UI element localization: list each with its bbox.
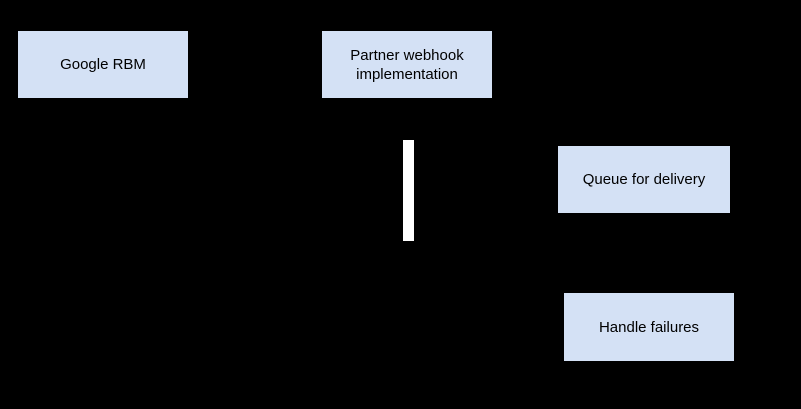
diagram-node-handle-failures[interactable]: Handle failures xyxy=(564,293,734,361)
connector-vertical-bar xyxy=(403,140,414,241)
diagram-node-queue-for-delivery[interactable]: Queue for delivery xyxy=(558,146,730,213)
diagram-node-label: Handle failures xyxy=(598,318,700,336)
diagram-node-google-rbm[interactable]: Google RBM xyxy=(18,31,188,98)
diagram-node-label: Google RBM xyxy=(60,56,146,73)
diagram-node-partner-webhook[interactable]: Partner webhook implementation xyxy=(322,31,492,98)
diagram-node-label: Partner webhook implementation xyxy=(350,46,464,83)
diagram-node-label: Queue for delivery xyxy=(582,171,706,188)
